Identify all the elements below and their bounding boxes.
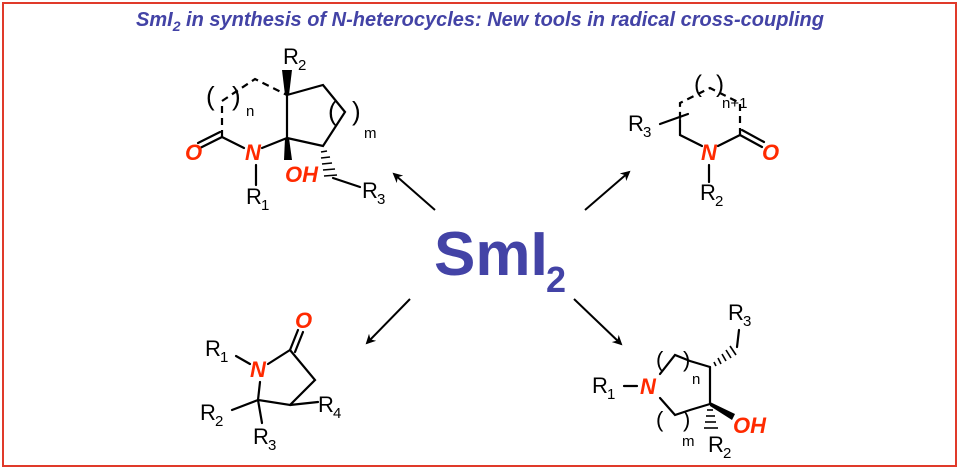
svg-text:(: ( — [694, 71, 702, 98]
svg-text:): ) — [716, 71, 724, 98]
svg-text:R: R — [708, 432, 724, 457]
svg-text:2: 2 — [298, 57, 306, 74]
svg-text:1: 1 — [261, 197, 269, 214]
svg-text:(: ( — [206, 81, 215, 111]
svg-text:R: R — [283, 44, 299, 69]
svg-text:2: 2 — [546, 259, 566, 300]
svg-text:n: n — [692, 371, 700, 388]
svg-text:SmI: SmI — [434, 220, 548, 289]
svg-text:OH: OH — [285, 162, 319, 187]
arrow-top-left — [392, 172, 436, 211]
svg-text:R: R — [592, 373, 608, 398]
svg-text:2: 2 — [715, 193, 723, 210]
arrow-bottom-right — [573, 298, 623, 346]
svg-text:(: ( — [328, 96, 337, 126]
svg-text:1: 1 — [220, 349, 228, 366]
svg-text:3: 3 — [743, 313, 751, 330]
svg-text:): ) — [683, 407, 690, 432]
svg-text:R: R — [700, 180, 716, 205]
svg-text:O: O — [185, 140, 202, 165]
arrow-bottom-left — [365, 298, 411, 345]
svg-text:R: R — [728, 300, 744, 325]
svg-text:OH: OH — [733, 413, 767, 438]
svg-text:(: ( — [656, 407, 664, 432]
svg-text:3: 3 — [268, 437, 276, 454]
svg-text:O: O — [762, 140, 779, 165]
svg-text:4: 4 — [333, 405, 341, 422]
svg-text:N: N — [701, 140, 718, 165]
svg-text:3: 3 — [377, 191, 385, 208]
svg-text:R: R — [205, 336, 221, 361]
center-reagent-smi2: SmI 2 — [434, 220, 566, 300]
svg-text:n+1: n+1 — [722, 95, 747, 112]
svg-text:3: 3 — [643, 124, 651, 141]
svg-text:): ) — [352, 96, 361, 126]
arrow-top-right — [584, 170, 631, 211]
svg-text:R: R — [628, 111, 644, 136]
svg-text:N: N — [245, 140, 262, 165]
svg-text:O: O — [295, 308, 312, 333]
svg-text:R: R — [362, 178, 378, 203]
svg-text:(: ( — [656, 347, 664, 372]
svg-text:): ) — [683, 347, 690, 372]
svg-text:m: m — [364, 125, 377, 142]
svg-text:R: R — [200, 400, 216, 425]
svg-text:R: R — [246, 184, 262, 209]
title: SmI2 in synthesis of N-heterocycles: New… — [136, 9, 824, 34]
svg-text:): ) — [232, 81, 241, 111]
svg-text:n: n — [246, 103, 254, 120]
svg-text:1: 1 — [607, 386, 615, 403]
svg-text:2: 2 — [215, 413, 223, 430]
svg-text:N: N — [250, 357, 267, 382]
svg-text:m: m — [682, 433, 695, 450]
svg-text:2: 2 — [723, 445, 731, 462]
svg-text:R: R — [318, 392, 334, 417]
svg-text:N: N — [640, 374, 657, 399]
svg-text:R: R — [253, 424, 269, 449]
